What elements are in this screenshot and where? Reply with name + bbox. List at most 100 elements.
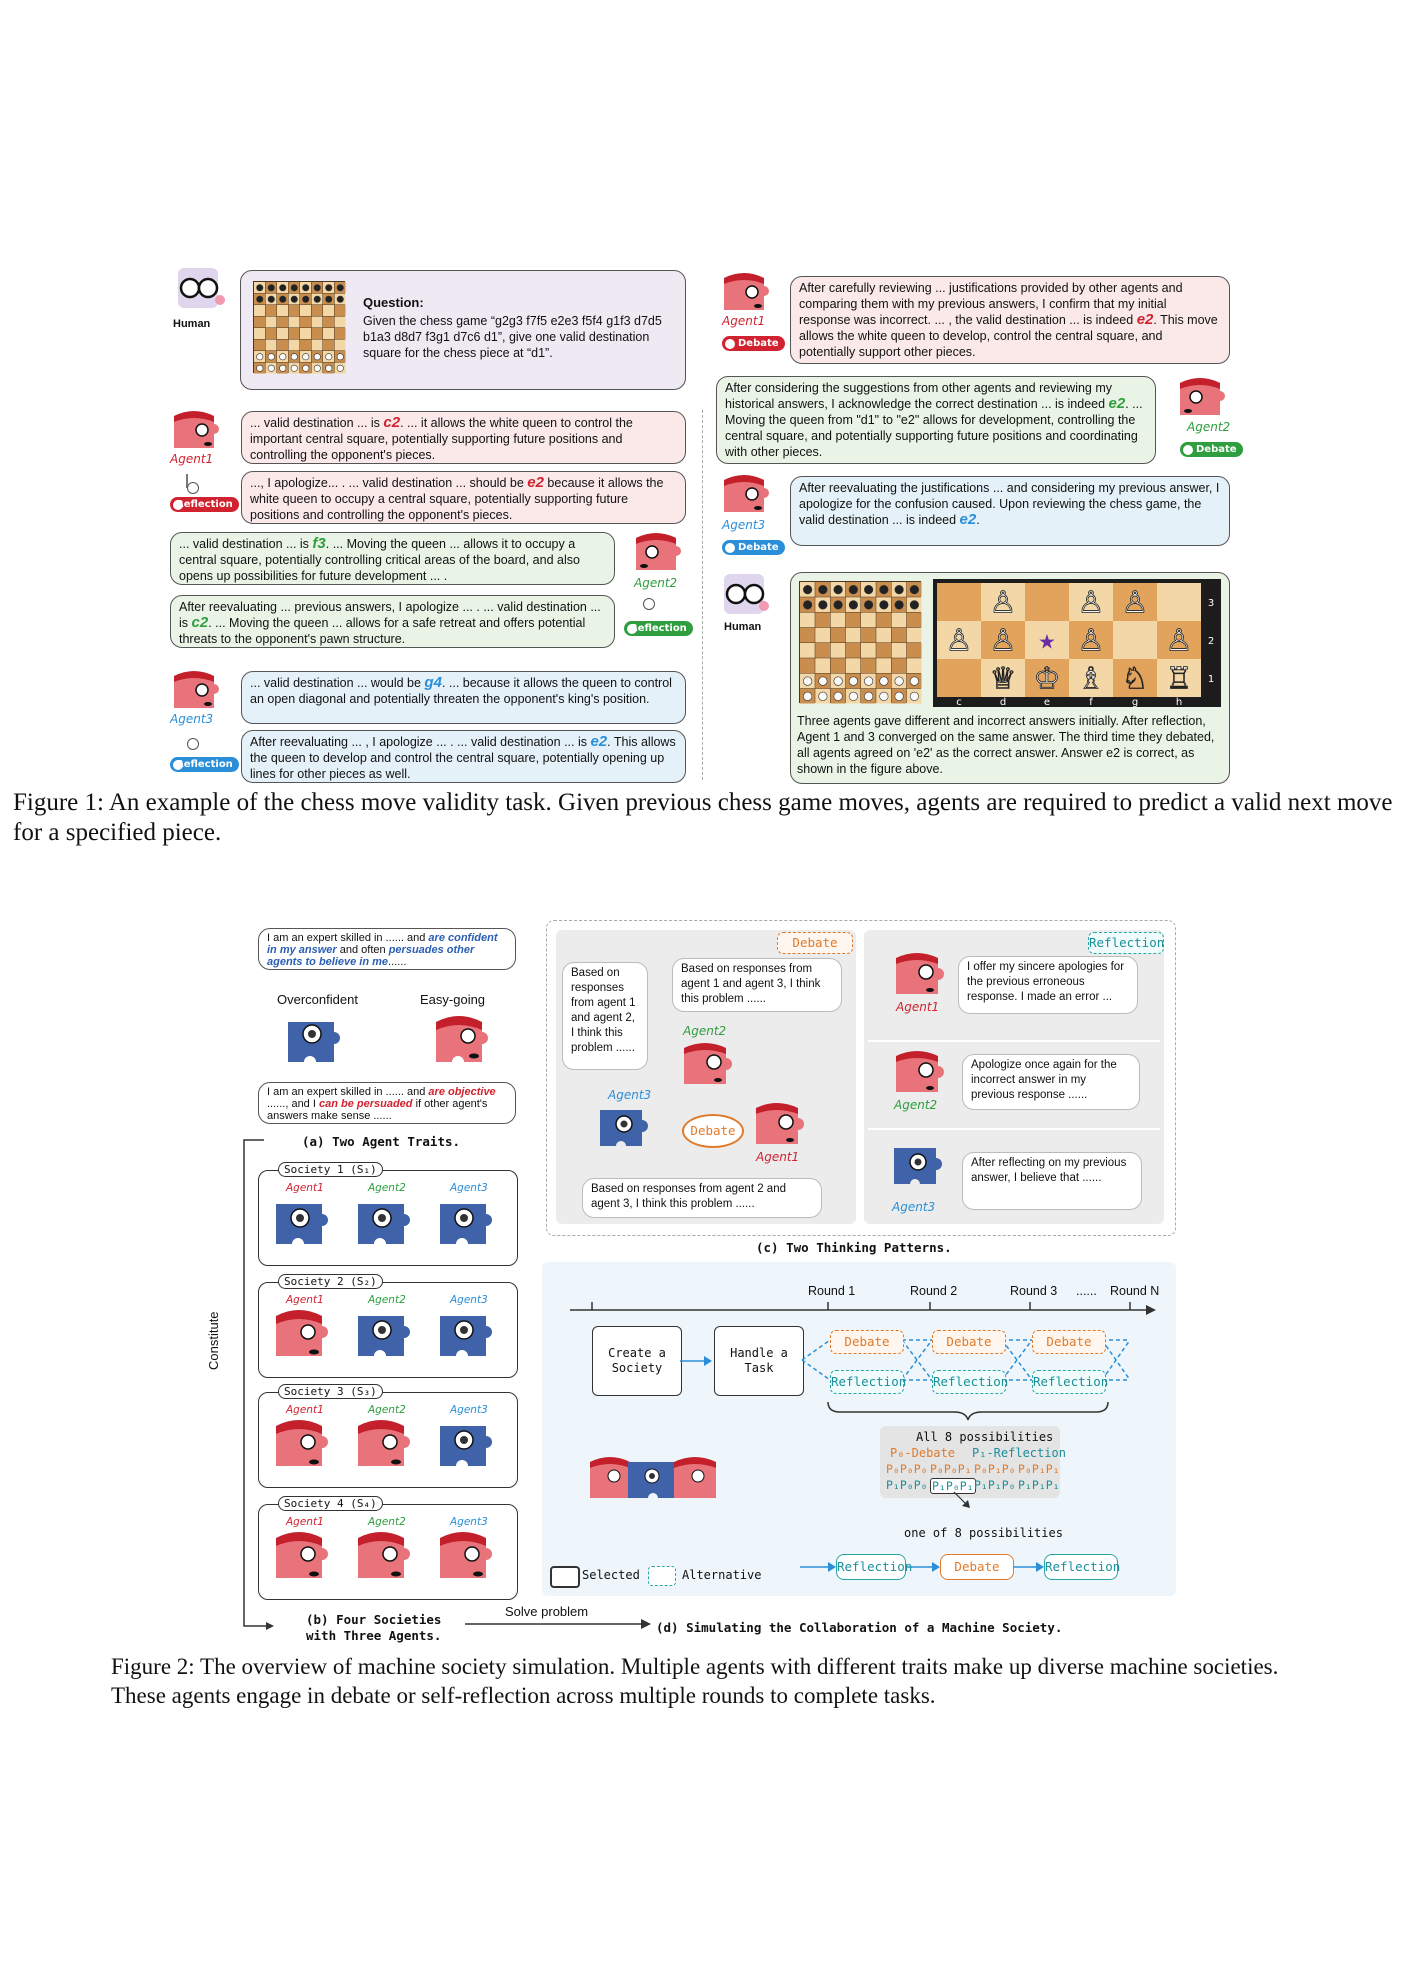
round1-debate: Debate xyxy=(830,1330,904,1354)
agent2-round3-bubble: After considering the suggestions from o… xyxy=(716,376,1156,464)
round-transitions xyxy=(801,1339,1131,1381)
figure2-caption: Figure 2: The overview of machine societ… xyxy=(111,1654,1279,1708)
combination-item: P₁P₀P₁ xyxy=(930,1478,976,1494)
agent1-round2-bubble: ..., I apologize... . ... valid destinat… xyxy=(241,471,686,524)
handle-task-box: Handle a Task xyxy=(714,1326,804,1396)
question-bubble: Question: Given the chess game “g2g3 f7f… xyxy=(240,270,686,390)
debate-bubble-agent2: Based on responses from agent 1 and agen… xyxy=(672,958,842,1012)
agent-label: Agent1 xyxy=(286,1182,324,1194)
debate-badge: Debate xyxy=(1180,442,1243,457)
easygoing-trait-bubble: I am an expert skilled in ...... and are… xyxy=(258,1082,516,1124)
human-label: Human xyxy=(173,318,211,330)
thinking-patterns-panel xyxy=(546,920,1176,1236)
figure1-caption: Figure 1: An example of the chess move v… xyxy=(13,789,1393,846)
svg-text:f: f xyxy=(1089,697,1093,707)
agent2-avatar-icon xyxy=(636,533,681,570)
selected-path-arrows xyxy=(800,1562,1044,1572)
agent3-label: Agent3 xyxy=(170,712,214,726)
a-caption: (a) Two Agent Traits. xyxy=(302,1134,461,1149)
agent2-round2-bubble: After reevaluating ... previous answers,… xyxy=(170,595,615,648)
agent-label: Agent3 xyxy=(450,1294,488,1306)
reflection-tag: Reflection xyxy=(1088,932,1164,954)
round-2-label: Round 2 xyxy=(910,1284,958,1298)
agent3-round2-bubble: After reevaluating ... , I apologize ...… xyxy=(241,730,686,783)
one-of-8-label: one of 8 possibilities xyxy=(904,1526,1063,1540)
agent3-round3-bubble: After reevaluating the justifications ..… xyxy=(790,476,1230,546)
reflection-bubble-agent2: Apologize once again for the incorrect a… xyxy=(962,1054,1140,1110)
agent-label: Agent1 xyxy=(286,1516,324,1528)
debate-tag: Debate xyxy=(777,932,853,954)
chess-board-icon xyxy=(799,581,922,704)
svg-text:3: 3 xyxy=(1208,598,1214,609)
reflection-icon xyxy=(187,738,199,750)
round3-debate: Debate xyxy=(1032,1330,1106,1354)
agent1-avatar-icon xyxy=(756,1103,804,1144)
agent2-avatar-icon xyxy=(896,1051,944,1092)
agent2-label: Agent2 xyxy=(894,1098,938,1112)
brace-icon xyxy=(827,1401,1109,1421)
round1-reflection: Reflection xyxy=(830,1370,906,1394)
agent3-avatar-icon xyxy=(600,1110,648,1146)
agent-label: Agent1 xyxy=(286,1404,324,1416)
svg-text:g: g xyxy=(1132,697,1138,707)
summary-text: Three agents gave different and incorrec… xyxy=(797,714,1215,776)
svg-text:d: d xyxy=(1000,697,1006,707)
agent-label: Agent1 xyxy=(286,1294,324,1306)
agent-label: Agent2 xyxy=(368,1404,406,1416)
agent3-round1-bubble: ... valid destination ... would be g4. .… xyxy=(241,671,686,724)
reflection-badge: Reflection xyxy=(624,621,693,636)
svg-text:♕: ♕ xyxy=(990,662,1017,697)
agent-label: Agent3 xyxy=(450,1404,488,1416)
selected-round3-reflection: Reflection xyxy=(1044,1554,1120,1580)
constitute-label: Constitute xyxy=(206,1311,221,1370)
p0-debate-label: P₀-Debate xyxy=(890,1446,956,1460)
b-caption-line2: with Three Agents. xyxy=(306,1628,442,1643)
svg-text:c: c xyxy=(956,697,962,707)
society-title: Society 2 (S₂) xyxy=(278,1274,383,1289)
overconfident-label: Overconfident xyxy=(277,992,358,1007)
column-divider xyxy=(702,410,703,780)
overconfident-agent-icon xyxy=(358,1316,410,1356)
debate-bubble-agent3: Based on responses from agent 1 and agen… xyxy=(562,962,648,1070)
easygoing-agent-icon xyxy=(276,1420,328,1466)
easygoing-agent-icon xyxy=(276,1310,328,1356)
round2-debate: Debate xyxy=(932,1330,1006,1354)
overconfident-agent-icon xyxy=(358,1204,410,1244)
svg-text:♔: ♔ xyxy=(1034,662,1061,697)
agent1-avatar-icon xyxy=(896,953,944,994)
society-title: Society 4 (S₄) xyxy=(278,1496,383,1511)
society-title: Society 1 (S₁) xyxy=(278,1162,383,1177)
divider xyxy=(868,1128,1160,1130)
combination-item: P₀P₁P₀ xyxy=(974,1462,1016,1476)
overconfident-agent-icon xyxy=(276,1204,328,1244)
create-society-box: Create a Society xyxy=(592,1326,682,1396)
round-1-label: Round 1 xyxy=(808,1284,856,1298)
debate-badge: Debate xyxy=(722,540,785,555)
svg-text:e: e xyxy=(1044,697,1050,707)
agent-label: Agent2 xyxy=(368,1294,406,1306)
svg-text:2: 2 xyxy=(1208,636,1214,647)
human-avatar-icon xyxy=(178,268,225,308)
agent2-avatar-icon xyxy=(1180,378,1225,415)
chess-board-icon xyxy=(253,281,346,374)
agent1-avatar-icon xyxy=(724,273,769,310)
c-caption: (c) Two Thinking Patterns. xyxy=(756,1240,952,1255)
agent-label: Agent3 xyxy=(450,1516,488,1528)
debate-badge: Debate xyxy=(722,336,785,351)
debate-bubble-agent1: Based on responses from agent 2 and agen… xyxy=(582,1178,822,1218)
overconfident-agent-icon xyxy=(440,1204,492,1244)
society-group-icon xyxy=(590,1457,716,1498)
agent1-avatar-icon xyxy=(174,411,219,448)
reflection-badge: Reflection xyxy=(170,757,239,772)
agent3-avatar-icon xyxy=(724,475,769,512)
arrow-icon xyxy=(953,1491,970,1508)
society-title: Society 3 (S₃) xyxy=(278,1384,383,1399)
agent-label: Agent3 xyxy=(450,1182,488,1194)
agent2-avatar-icon xyxy=(684,1043,732,1084)
agent2-round1-bubble: ... valid destination ... is f3. ... Mov… xyxy=(170,532,615,585)
agent3-label: Agent3 xyxy=(892,1200,936,1214)
svg-text:♙: ♙ xyxy=(946,624,973,659)
svg-text:h: h xyxy=(1176,697,1182,707)
easygoing-label: Easy-going xyxy=(420,992,486,1007)
